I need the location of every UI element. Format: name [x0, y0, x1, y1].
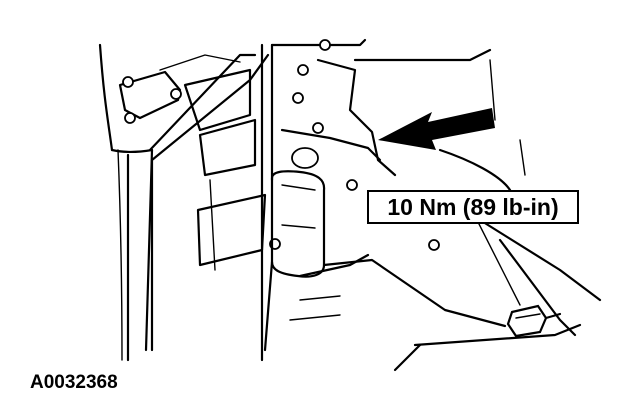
hinge-bracket — [118, 54, 241, 124]
callout-leader-line — [477, 221, 521, 306]
figure-id: A0032368 — [30, 372, 118, 393]
frame-rail — [148, 43, 274, 362]
direction-arrow-icon — [378, 108, 495, 150]
mount-bracket — [263, 170, 507, 352]
torque-callout: 10 Nm (89 lb-in) — [367, 190, 579, 224]
upper-panel — [269, 38, 440, 251]
bolt-icon — [506, 304, 562, 338]
cross-member — [353, 48, 602, 372]
body-panel — [98, 43, 154, 362]
